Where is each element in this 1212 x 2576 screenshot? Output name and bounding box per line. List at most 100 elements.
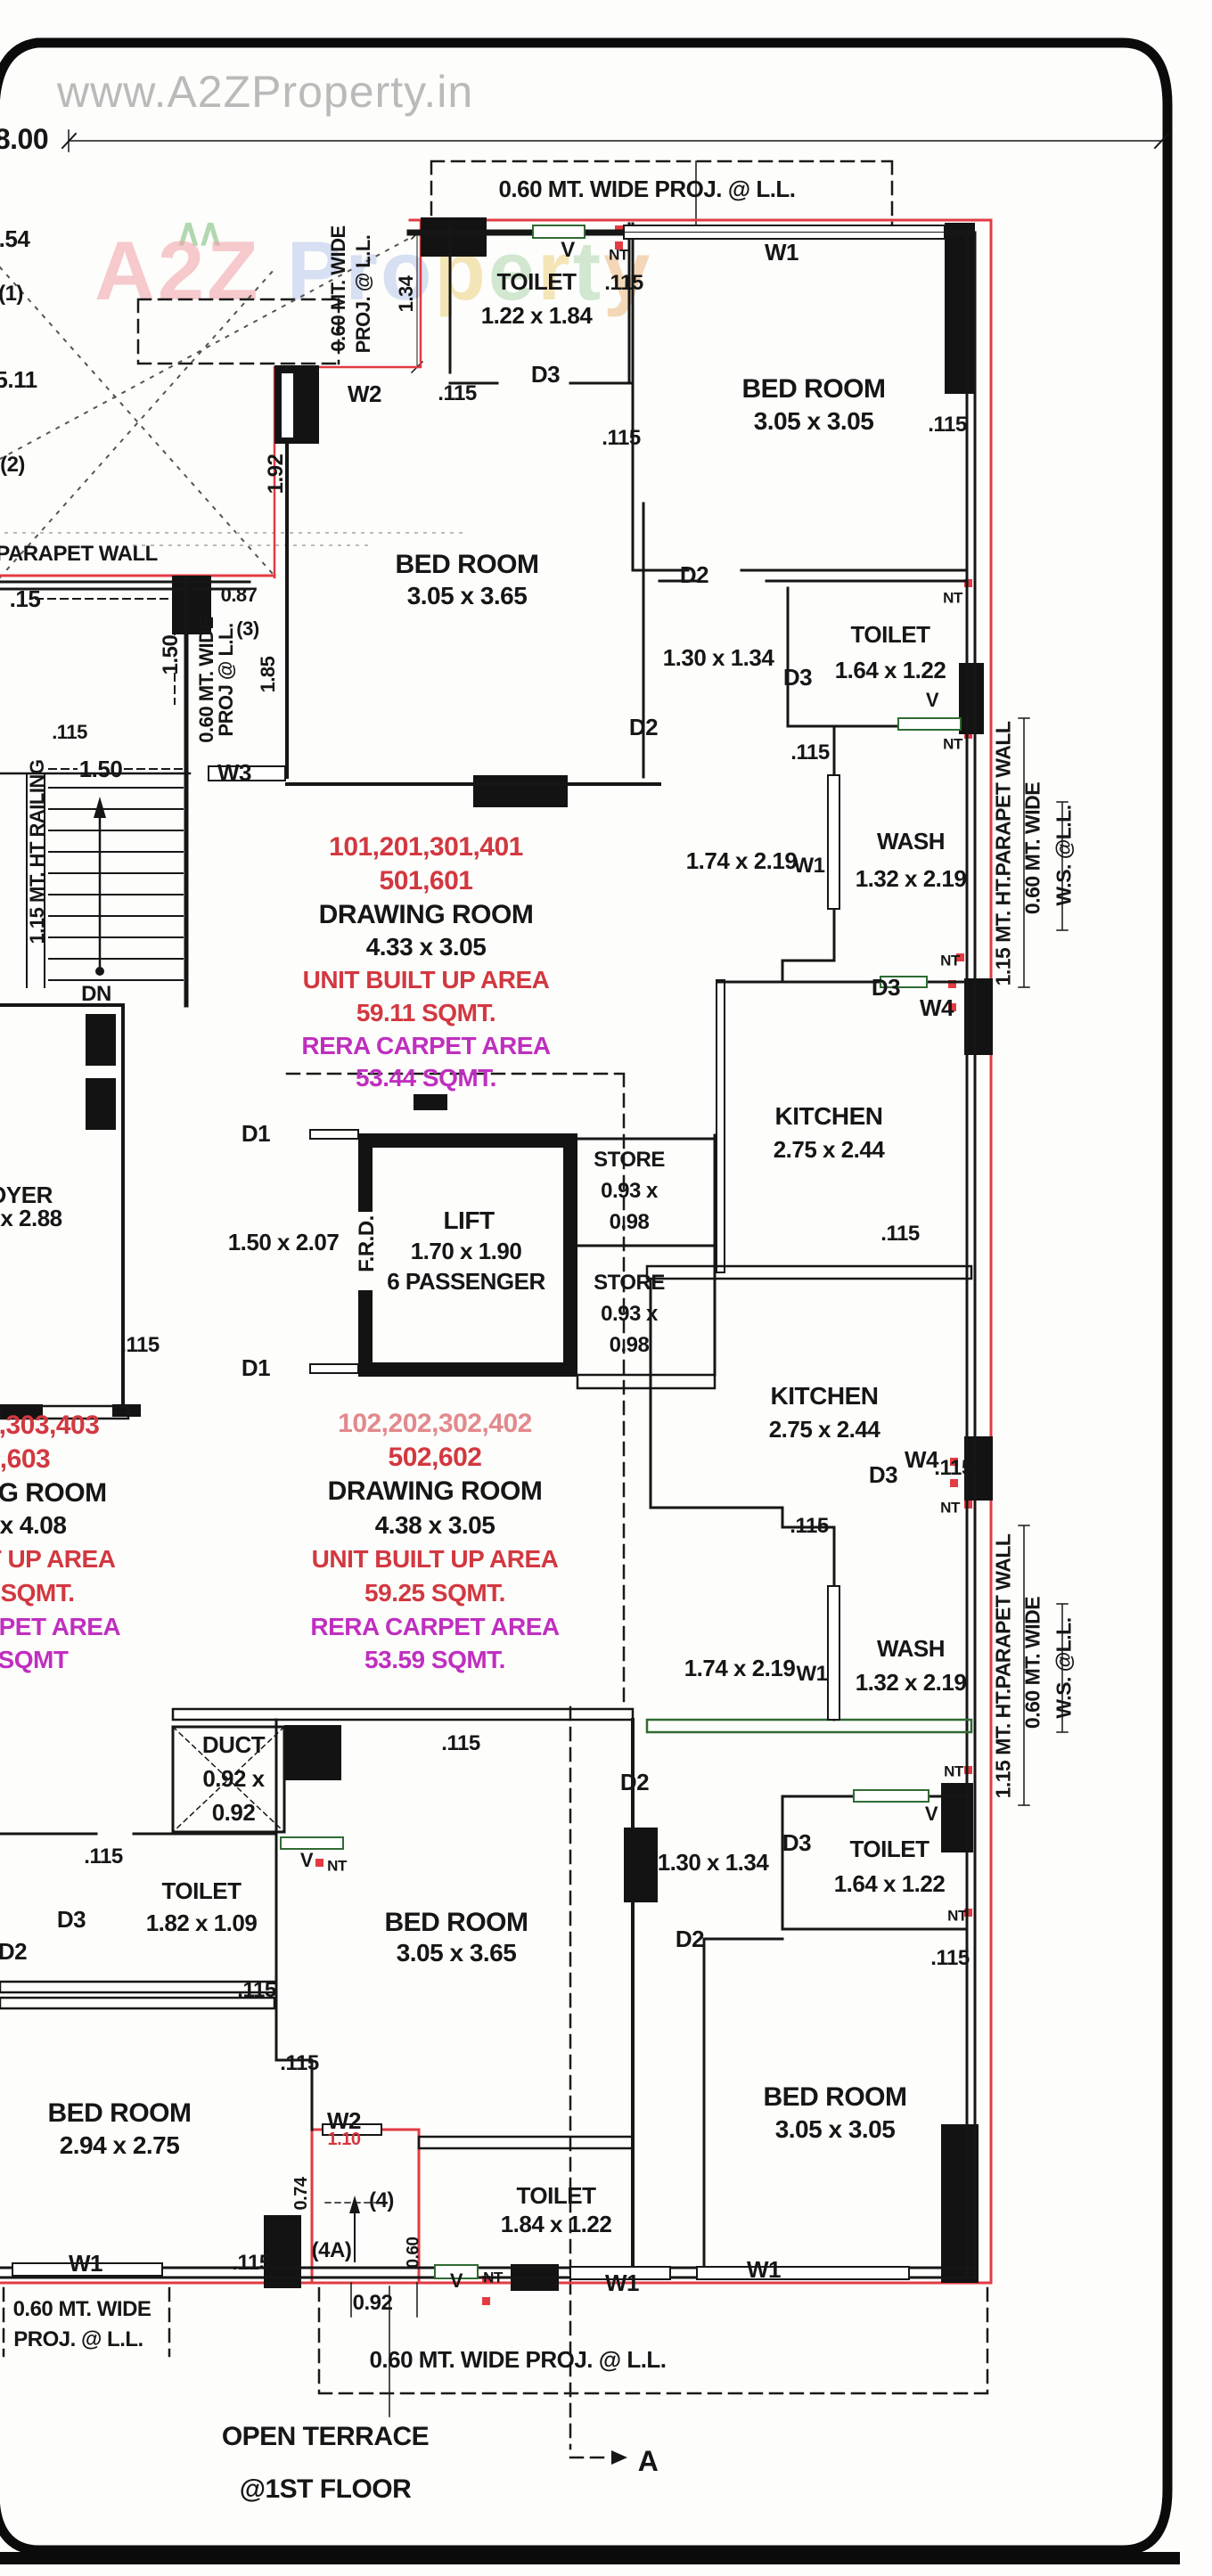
vent-v-toilet1: V (561, 238, 575, 262)
wall-115-k: .115 (441, 1731, 480, 1755)
dim-150-stair: 1.50 (78, 756, 123, 782)
nt-c: NT (940, 952, 960, 969)
dim-toilet2-door: 1.30 x 1.34 (662, 644, 774, 671)
room-bedroom4: BED ROOM (384, 1908, 529, 1937)
lift-capacity: 6 PASSENGER (387, 1268, 545, 1295)
dim-toilet1: 1.22 x 1.84 (480, 302, 593, 329)
room-kitchen1: KITCHEN (774, 1102, 883, 1130)
watermark-url: www.A2ZProperty.in (57, 67, 474, 117)
dim-duct-b: 0.92 (211, 1799, 256, 1826)
dim-134: 1.34 (395, 275, 417, 313)
arrows (349, 2196, 627, 2465)
dim-store2a: 0.93 x (601, 1302, 658, 1326)
room-foyer: OYER (0, 1182, 53, 1208)
room-store2: STORE (594, 1271, 665, 1295)
parapet-right-1b: 0.60 MT. WIDE (1020, 781, 1044, 915)
door-d2-b: D2 (628, 714, 659, 740)
door-d2-c: D2 (619, 1769, 650, 1795)
room-lift: LIFT (443, 1206, 495, 1234)
watermark-logo-part: t (572, 224, 604, 317)
room-store1: STORE (594, 1148, 665, 1172)
door-d1-a: D1 (241, 1120, 271, 1147)
dim-kitchen2: 2.75 x 2.44 (768, 1416, 880, 1443)
room-duct: DUCT (201, 1731, 266, 1758)
nt-e: NT (944, 1762, 963, 1780)
door-d3-toilet2: D3 (782, 664, 813, 691)
dim-toilet6: 1.84 x 1.22 (500, 2211, 612, 2237)
parapet-right-2c: W.S. @L.L. (1052, 1617, 1076, 1719)
window-w2-bedroom1: W2 (348, 380, 382, 407)
room-wash1: WASH (877, 828, 946, 855)
dim-192: 1.92 (264, 454, 288, 495)
section-a: A (637, 2445, 659, 2477)
rera-3v: SQMT (0, 1646, 69, 1673)
wall-115-g: .115 (880, 1222, 920, 1246)
vent-v-duct: V (299, 1849, 314, 1871)
wall-115-d: .115 (928, 413, 967, 437)
dim-drawing1: 4.33 x 3.05 (365, 933, 487, 961)
room-toilet2: TOILET (850, 621, 930, 648)
units-2: 102,202,302,402 (338, 1409, 532, 1438)
dim-511: 5.11 (0, 366, 37, 393)
frd: F.R.D. (355, 1215, 379, 1272)
units-1b: 501,601 (379, 866, 473, 895)
windows-black (12, 225, 946, 2280)
wall-115-m: .115 (237, 1978, 276, 2002)
dim-bedroom5: 2.94 x 2.75 (59, 2131, 180, 2159)
dim-foyer: x 2.88 (0, 1205, 62, 1231)
label-railing: 1.15 MT. HT RAILING (26, 759, 48, 945)
room-toilet6: TOILET (516, 2182, 596, 2209)
nt-f: NT (327, 1857, 347, 1875)
watermark-logo-part: P (286, 224, 346, 317)
dim-store1b: 0.98 (609, 1210, 650, 1234)
window-w3: W3 (217, 759, 252, 786)
units-3b: ,603 (0, 1444, 51, 1474)
wall-115-f: .115 (52, 721, 87, 743)
dashed-projection-lines (2, 159, 989, 2459)
window-w1-toilet6: W1 (605, 2269, 640, 2296)
mark-3: (3) (236, 617, 259, 640)
mark-4: (4) (369, 2188, 394, 2212)
proj-vert-top-1: 0.60 MT. WIDE (327, 225, 349, 352)
dim-passage1: 1.74 x 2.19 (685, 847, 798, 874)
units-1: 101,201,301,401 (329, 832, 523, 862)
wall-115-j: .115 (790, 1514, 829, 1538)
dim-bedroom2: 3.05 x 3.05 (753, 407, 874, 435)
window-w1-bedroom2: W1 (765, 239, 799, 266)
door-d3-toilet3: D3 (56, 1906, 86, 1933)
door-d2-left: D2 (0, 1938, 28, 1965)
dim-lobby: 1.50 x 2.07 (227, 1229, 340, 1255)
staircase (0, 577, 192, 1008)
room-bedroom6: BED ROOM (763, 2082, 908, 2112)
bua-3v: SQMT. (0, 1579, 75, 1607)
watermark-logo-part: r (537, 224, 573, 317)
wall-115-i: .115 (934, 1456, 973, 1480)
dim-kitchen1: 2.75 x 2.44 (773, 1136, 885, 1163)
watermark-mountain-icon: ∧∧ (175, 211, 225, 253)
sheet-border (0, 37, 1180, 2564)
dim-8-00: 8.00 (0, 123, 49, 155)
dim-185: 1.85 (257, 656, 279, 693)
dim-bedroom4: 3.05 x 3.65 (396, 1939, 517, 1967)
window-w4-a: W4 (920, 994, 954, 1021)
rera-3: RPET AREA (0, 1613, 121, 1640)
red-outline (0, 218, 993, 2285)
dim-15: .15 (9, 585, 41, 612)
room-drawing1: DRAWING ROOM (318, 900, 534, 929)
room-toilet3: TOILET (161, 1877, 242, 1904)
dim-087: 0.87 (220, 584, 258, 606)
dim-drawing2: 4.38 x 3.05 (374, 1511, 495, 1539)
proj-vert-left-1: 0.60 MT. WIDE (195, 617, 217, 743)
room-toilet4: TOILET (849, 1836, 929, 1862)
proj-bl-1: 0.60 MT. WIDE (12, 2297, 152, 2321)
window-w1-wash2: W1 (796, 1662, 829, 1686)
label-parapet-wall-left: PARAPET WALL (0, 542, 158, 566)
watermark-logo-part: Z (207, 224, 261, 317)
nt-toilet1: NT (609, 246, 628, 264)
wall-115-p: .115 (930, 1946, 970, 1970)
room-drawing2: DRAWING ROOM (327, 1476, 543, 1506)
dim-lift: 1.70 x 1.90 (410, 1238, 522, 1264)
window-w1-bedroom6: W1 (747, 2256, 782, 2283)
